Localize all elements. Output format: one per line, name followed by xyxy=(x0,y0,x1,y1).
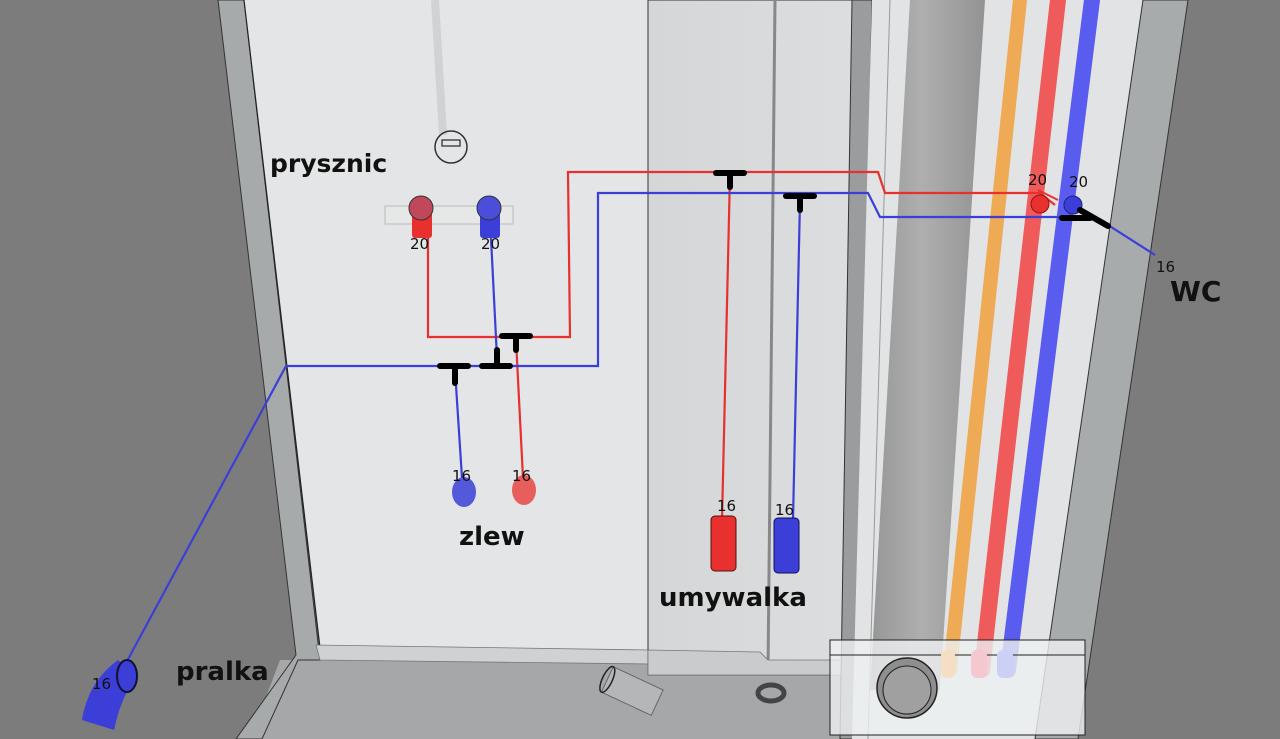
diameter-shower-cold: 20 xyxy=(481,235,500,253)
cold-wc-branch xyxy=(1107,224,1156,256)
riser-circulation-pipe xyxy=(943,0,1027,677)
riser-cold-pipe xyxy=(1000,0,1100,678)
tee-fitting-shower-cold xyxy=(479,347,513,369)
middle-wall-panel xyxy=(647,0,863,676)
diameter-washing-machine: 16 xyxy=(92,675,111,693)
diameter-shower-hot: 20 xyxy=(410,235,429,253)
sink-hot-outlet xyxy=(512,475,536,505)
right-wall-edge xyxy=(1034,0,1189,739)
washing-machine-elbow-opening xyxy=(116,659,138,693)
cold-main-line xyxy=(286,191,1068,368)
washbasin-hot-outlet xyxy=(710,515,737,572)
drain-pipe xyxy=(870,0,985,690)
wall-edge-column xyxy=(839,0,873,739)
diameter-wc: 16 xyxy=(1156,258,1175,276)
washbasin-label: umywalka xyxy=(659,583,807,613)
shower-head-body xyxy=(441,139,461,147)
tee-fitting-washbasin-cold xyxy=(783,193,817,213)
shower-cold-connector-cap xyxy=(476,195,502,221)
riser-hot-end xyxy=(971,650,987,678)
wc-label: WC xyxy=(1170,275,1221,308)
sink-cold-outlet xyxy=(452,477,476,507)
riser-circulation-end xyxy=(941,650,955,678)
loose-pipe-fitting xyxy=(599,665,664,717)
hot-washbasin-branch xyxy=(720,173,732,521)
shower-hot-connector-cap xyxy=(408,195,434,221)
hot-riser-tie xyxy=(1037,189,1059,201)
floor xyxy=(250,660,840,739)
cold-sink-branch xyxy=(453,369,464,479)
diameter-riser-hot: 20 xyxy=(1028,171,1047,189)
cold-shower-branch xyxy=(489,237,499,359)
diameter-riser-cold: 20 xyxy=(1069,173,1088,191)
hot-sink-branch xyxy=(514,339,525,479)
diameter-sink-hot: 16 xyxy=(512,467,531,485)
diameter-washbasin-cold: 16 xyxy=(775,501,794,519)
cold-washbasin-branch xyxy=(791,199,802,521)
cold-washing-machine-branch xyxy=(125,365,287,664)
shower-label: prysznic xyxy=(270,149,387,178)
riser-hot-pipe xyxy=(974,0,1066,678)
back-wall xyxy=(244,0,650,650)
diameter-sink-cold: 16 xyxy=(452,467,471,485)
back-wall-edge-line xyxy=(243,0,321,649)
cold-water-lines xyxy=(125,191,1156,664)
diameter-washbasin-hot: 16 xyxy=(717,497,736,515)
washbasin-cold-outlet xyxy=(773,517,800,574)
tee-fitting-sink-cold xyxy=(437,363,471,386)
shaft-base-box xyxy=(829,639,1086,736)
panel-divider xyxy=(766,0,777,671)
drain-pipe-opening-inner xyxy=(882,665,932,715)
shaft-inner-edge xyxy=(867,0,891,739)
riser-cold-end xyxy=(997,650,1013,678)
tee-fitting-sink-hot xyxy=(499,333,533,353)
tee-fitting-washbasin-hot xyxy=(713,170,747,190)
tee-fitting-wc xyxy=(1059,207,1111,229)
loose-ring-fitting xyxy=(755,682,787,704)
riser-hot-connector xyxy=(1030,194,1050,214)
tee-fittings xyxy=(437,170,1111,386)
sink-label: zlew xyxy=(459,522,525,552)
washing-machine-label: pralka xyxy=(176,657,269,687)
shower-rail xyxy=(431,0,447,136)
shower-head-icon xyxy=(434,130,468,164)
